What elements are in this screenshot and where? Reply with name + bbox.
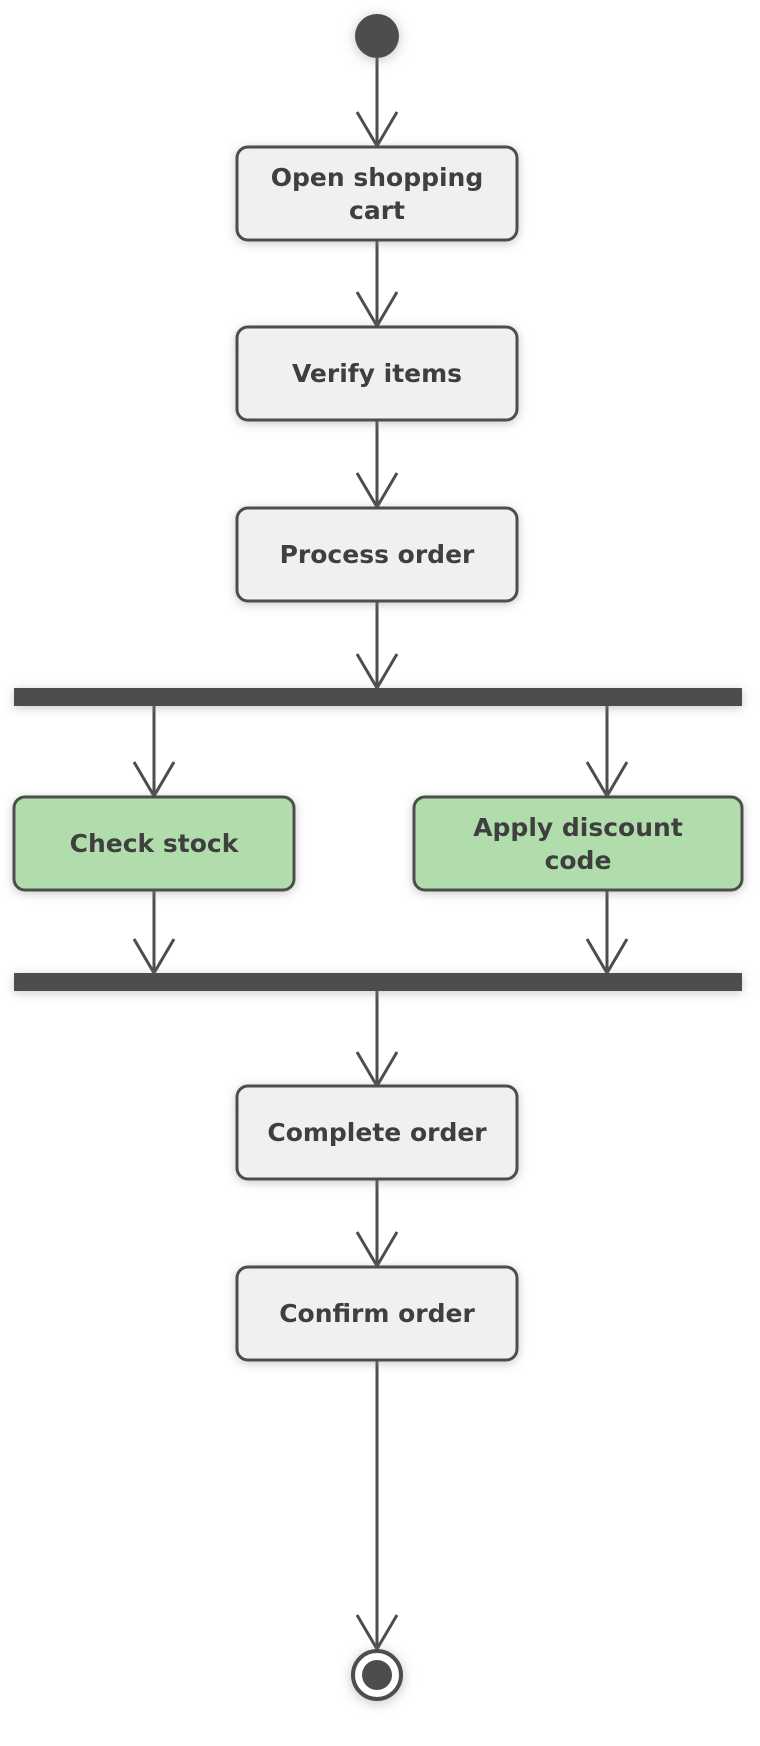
join-bar: [14, 973, 742, 991]
edge-check-stock-to-join: [132, 890, 176, 976]
end-node[interactable]: [351, 1649, 403, 1701]
action-node-complete-order[interactable]: Complete order: [235, 1084, 519, 1181]
edge-process-order-to-fork: [355, 601, 399, 691]
action-node-open-shopping-cart[interactable]: Open shopping cart: [235, 145, 519, 242]
edge-verify-items-to-process-order: [355, 420, 399, 510]
edge-complete-order-to-confirm-order: [355, 1179, 399, 1269]
edge-open-shopping-cart-to-verify-items: [355, 240, 399, 329]
action-node-check-stock[interactable]: Check stock: [12, 795, 296, 892]
fork-bar: [14, 688, 742, 706]
edge-join-to-complete-order: [355, 991, 399, 1089]
edge-confirm-order-to-end: [355, 1360, 399, 1652]
action-node-verify-items[interactable]: Verify items: [235, 325, 519, 422]
edge-fork-to-apply-discount-code: [585, 706, 629, 799]
action-node-confirm-order[interactable]: Confirm order: [235, 1265, 519, 1362]
start-node[interactable]: [355, 14, 399, 58]
edge-fork-to-check-stock: [132, 706, 176, 799]
edge-start-to-open-shopping-cart: [355, 58, 399, 149]
action-node-apply-discount-code[interactable]: Apply discount code: [412, 795, 744, 892]
edge-apply-discount-code-to-join: [585, 890, 629, 976]
end-node-core: [362, 1660, 392, 1690]
action-node-process-order[interactable]: Process order: [235, 506, 519, 603]
